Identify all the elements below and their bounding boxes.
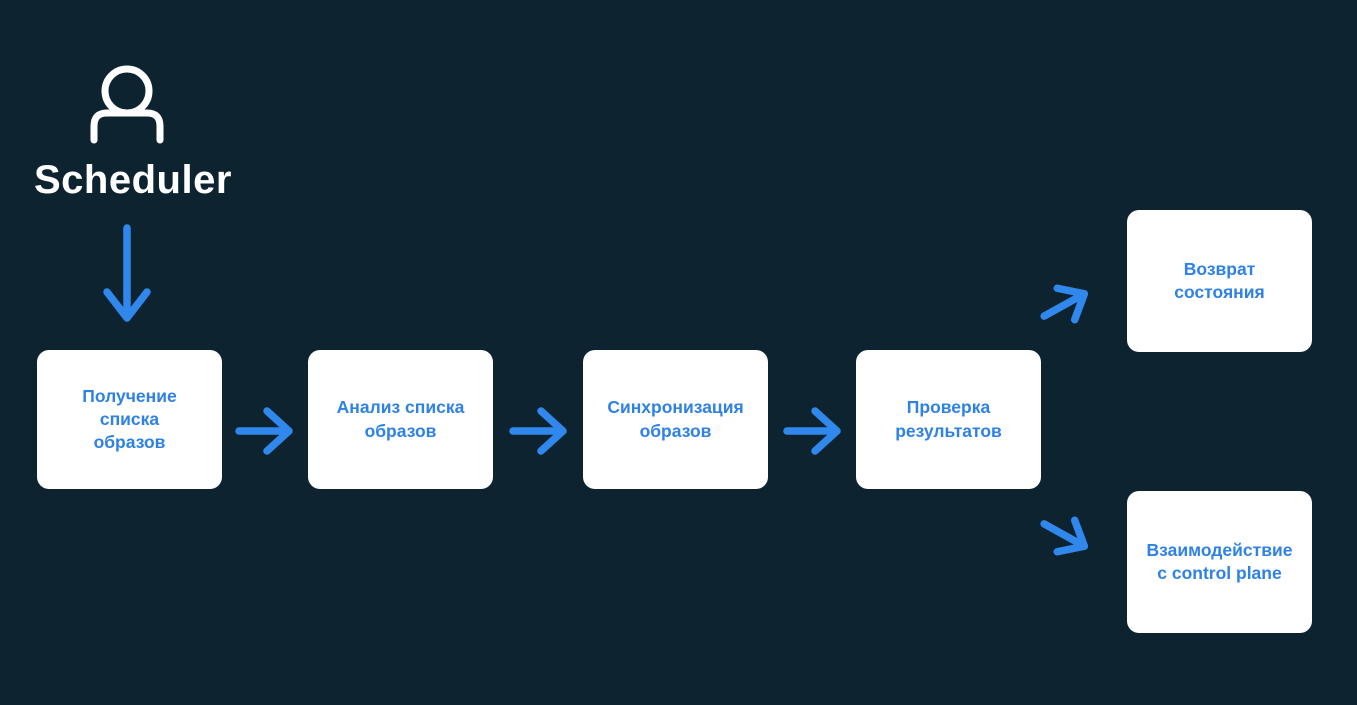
arrow-step4-to-return-state [1040,284,1089,324]
actor-label: Scheduler [34,158,232,202]
arrow-step1-to-step2 [235,407,293,455]
node-return-state: Возврат состояния [1127,210,1312,352]
node-label: Получение списка образов [82,385,177,453]
node-label: Взаимодействие с control plane [1146,539,1293,583]
node-sync-images: Синхронизация образов [583,350,768,489]
arrow-step3-to-step4 [783,407,841,455]
node-analyze-list: Анализ списка образов [308,350,493,489]
node-label: Синхронизация образов [607,397,744,441]
arrow-scheduler-to-step1 [103,224,151,322]
node-get-image-list: Получение списка образов [37,350,222,489]
arrow-step4-to-control-plane [1040,516,1089,556]
node-control-plane: Взаимодействие с control plane [1127,491,1312,633]
node-label: Проверка результатов [895,397,1002,441]
arrow-step2-to-step3 [509,407,567,455]
node-label: Анализ списка образов [336,397,465,441]
person-icon [90,65,164,144]
node-label: Возврат состояния [1174,258,1265,302]
node-check-results: Проверка результатов [856,350,1041,489]
